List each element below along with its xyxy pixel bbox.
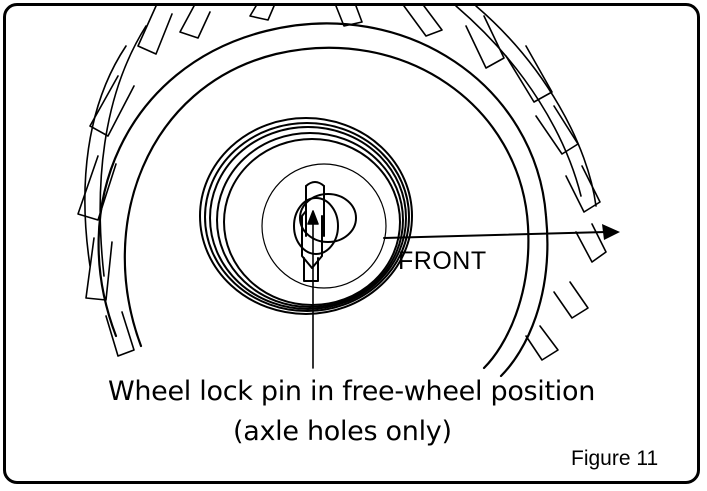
caption-line-2: (axle holes only) (233, 416, 452, 447)
lock-pin (293, 181, 357, 282)
front-arrow (383, 224, 620, 240)
rim (97, 22, 549, 378)
wheel-hub (199, 117, 413, 315)
front-direction-label: FRONT (398, 247, 487, 275)
caption-line-1: Wheel lock pin in free-wheel position (107, 376, 596, 407)
figure-frame: FRONT Wheel lock pin in free-wheel posit… (3, 3, 700, 484)
tire-tread (77, 6, 607, 361)
wheel-illustration (77, 6, 620, 378)
pin-leader-line (307, 210, 319, 369)
figure-number-label: Figure 11 (571, 447, 659, 470)
